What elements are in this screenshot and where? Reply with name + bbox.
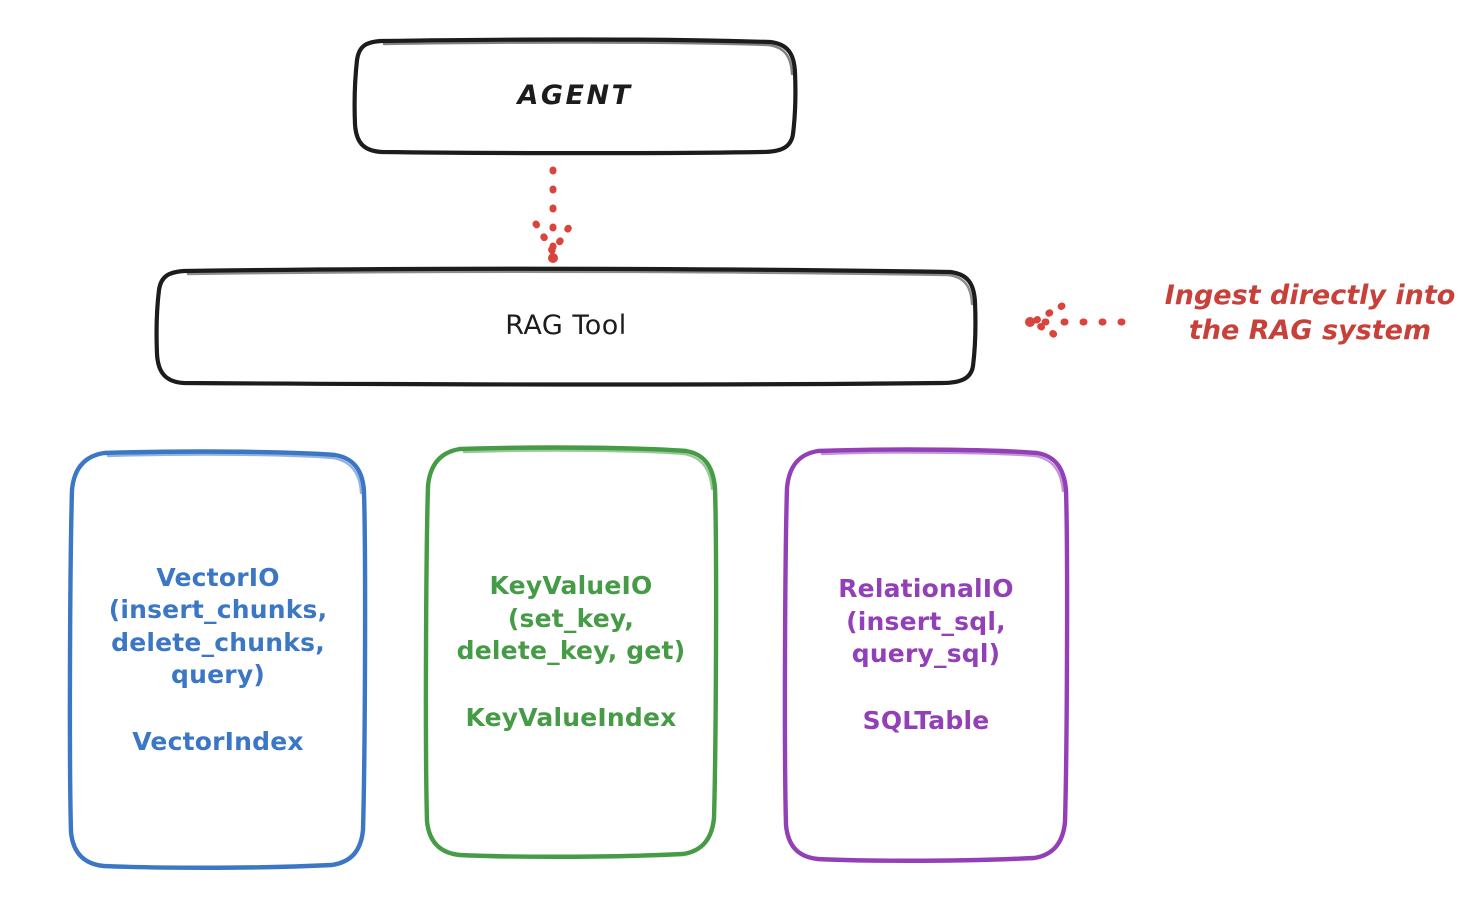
- key-value-io-api-label: KeyValueIO (set_key, delete_key, get): [456, 571, 686, 665]
- agent-node[interactable]: AGENT: [355, 40, 795, 153]
- vector-io-node[interactable]: VectorIO (insert_chunks, delete_chunks, …: [70, 452, 366, 868]
- vector-index-label: VectorIndex: [132, 726, 304, 756]
- sql-table-label: SQLTable: [862, 705, 990, 735]
- relational-io-node[interactable]: RelationalIO (insert_sql, query_sql) SQL…: [786, 450, 1066, 860]
- agent-node-label: AGENT: [517, 80, 633, 112]
- rag-tool-node-label: RAG Tool: [505, 309, 627, 341]
- ingest-annotation: Ingest directly into the RAG system: [1145, 278, 1475, 348]
- ingest-arrow: [1025, 302, 1126, 343]
- key-value-io-node[interactable]: KeyValueIO (set_key, delete_key, get) Ke…: [427, 448, 715, 856]
- rag-tool-node[interactable]: RAG Tool: [157, 270, 975, 382]
- relational-io-api-label: RelationalIO (insert_sql, query_sql): [838, 574, 1014, 668]
- agent-to-rag-tool-arrow: [532, 166, 575, 263]
- ingest-annotation-text: Ingest directly into the RAG system: [1164, 280, 1456, 347]
- key-value-index-label: KeyValueIndex: [465, 702, 677, 732]
- vector-io-api-label: VectorIO (insert_chunks, delete_chunks, …: [108, 562, 328, 690]
